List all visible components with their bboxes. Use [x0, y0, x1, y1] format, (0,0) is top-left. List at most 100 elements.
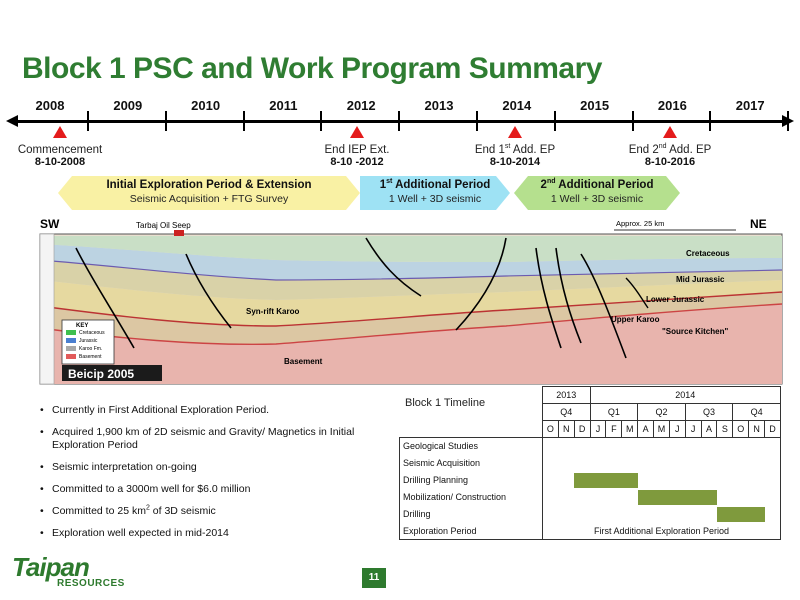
gantt-cell — [717, 472, 733, 489]
phase-title: 1st Additional Period — [379, 178, 491, 191]
key-item-basement: Basement — [79, 354, 102, 360]
gantt-cell — [637, 437, 654, 455]
milestone-marker — [663, 126, 677, 138]
phase-second-additional: 2nd Additional Period 1 Well + 3D seismi… — [514, 176, 680, 210]
gantt-period-text: First Additional Exploration Period — [542, 522, 781, 540]
gantt-cell — [764, 471, 781, 489]
gantt-cell — [606, 489, 622, 506]
gantt-cell — [542, 437, 559, 455]
gantt-cell — [749, 455, 765, 472]
gantt-month: N — [557, 420, 575, 438]
gantt-cell — [590, 472, 606, 489]
layer-label-lower-jurassic: Lower Jurassic — [646, 295, 705, 304]
gantt-cell — [732, 437, 749, 455]
timeline-year-label: 2017 — [735, 98, 765, 113]
bullet-item: Currently in First Additional Exploratio… — [40, 404, 380, 417]
gantt-cell — [701, 455, 717, 472]
gantt-bar — [621, 472, 638, 488]
gantt-cell — [590, 506, 606, 523]
key-item-cretaceous: Cretaceous — [79, 330, 105, 336]
gantt-cell — [605, 437, 622, 455]
gantt-cell — [701, 489, 717, 506]
gantt-cell — [669, 455, 685, 472]
gantt-cell — [669, 506, 685, 523]
gantt-bar — [716, 506, 733, 522]
timeline-tick — [709, 111, 712, 131]
layer-label-source-kitchen: "Source Kitchen" — [662, 327, 728, 336]
gantt-cell — [701, 506, 717, 523]
gantt-month: O — [732, 420, 750, 438]
gantt-month: A — [700, 420, 718, 438]
page-number: 11 — [362, 568, 386, 588]
gantt-cell — [574, 455, 590, 472]
gantt-activity-label: Drilling Planning — [399, 471, 543, 489]
gantt-cell — [669, 489, 686, 506]
timeline-tick — [631, 111, 634, 131]
timeline-tick — [320, 111, 323, 131]
gantt-cell — [669, 437, 686, 455]
gantt-cell — [622, 489, 638, 506]
gantt-month: J — [668, 420, 686, 438]
gantt-cell — [733, 489, 749, 506]
gantt-cell — [590, 437, 606, 455]
layer-label-syn-rift-karoo: Syn-rift Karoo — [246, 307, 299, 316]
gantt-title: Block 1 Timeline — [405, 397, 486, 409]
timeline-year-label: 2015 — [580, 98, 610, 113]
timeline-year-label: 2008 — [35, 98, 65, 113]
gantt-bar — [637, 489, 654, 505]
gantt-cell — [685, 472, 701, 489]
phase-initial-exploration: Initial Exploration Period & Extension S… — [58, 176, 360, 210]
gantt-month: M — [653, 420, 670, 438]
gantt-cell — [638, 506, 654, 523]
milestone-date: 8-10-2014 — [489, 156, 541, 168]
gantt-bar — [590, 472, 606, 488]
milestone-label: End IEP Ext.8-10 -2012 — [325, 144, 390, 168]
bullet-item: Exploration well expected in mid-2014 — [40, 527, 380, 540]
milestone-marker — [350, 126, 364, 138]
milestone-date: 8-10-2016 — [644, 156, 696, 168]
gantt-year: 2014 — [589, 386, 782, 404]
layer-label-mid-jurassic: Mid Jurassic — [676, 275, 725, 284]
gantt-cell — [606, 455, 622, 472]
gantt-cell — [764, 505, 781, 523]
layer-label-basement: Basement — [284, 357, 323, 366]
gantt-cell — [558, 506, 574, 523]
gantt-quarter: Q1 — [589, 403, 639, 421]
gantt-cell — [764, 488, 781, 506]
bullet-item: Committed to a 3000m well for $6.0 milli… — [40, 483, 380, 496]
gantt-cell — [701, 472, 717, 489]
key-title: KEY — [76, 323, 88, 329]
sw-label: SW — [40, 218, 60, 231]
phase-subtitle: Seismic Acquisition + FTG Survey — [129, 193, 289, 205]
gantt-cell — [716, 506, 733, 523]
gantt-activity-label: Geological Studies — [399, 437, 543, 455]
summary-bullets: Currently in First Additional Exploratio… — [40, 404, 380, 549]
seep-label: Tarbaj Oil Seep — [136, 221, 191, 230]
gantt-month: D — [573, 420, 591, 438]
gantt-month: J — [589, 420, 607, 438]
gantt-cell — [749, 472, 765, 489]
gantt-bar — [748, 506, 765, 522]
gantt-cell — [764, 454, 781, 472]
timeline-tick — [787, 111, 790, 131]
gantt-cell — [685, 489, 702, 506]
timeline-tick — [87, 111, 89, 131]
layer-label-upper-karoo: Upper Karoo — [611, 315, 660, 324]
gantt-cell — [590, 489, 606, 506]
gantt-bar — [701, 489, 717, 505]
gantt-quarter: Q4 — [542, 403, 591, 421]
gantt-cell — [574, 489, 590, 506]
gantt-cell — [764, 437, 781, 455]
gantt-month: N — [748, 420, 766, 438]
gantt-cell — [621, 437, 638, 455]
gantt-cell — [685, 506, 701, 523]
key-item-karoo: Karoo Fm. — [79, 346, 102, 352]
milestone-event: Commencement — [17, 144, 103, 156]
scale-label: Approx. 25 km — [616, 219, 664, 228]
gantt-cell — [558, 455, 574, 472]
gantt-year: 2013 — [542, 386, 591, 404]
